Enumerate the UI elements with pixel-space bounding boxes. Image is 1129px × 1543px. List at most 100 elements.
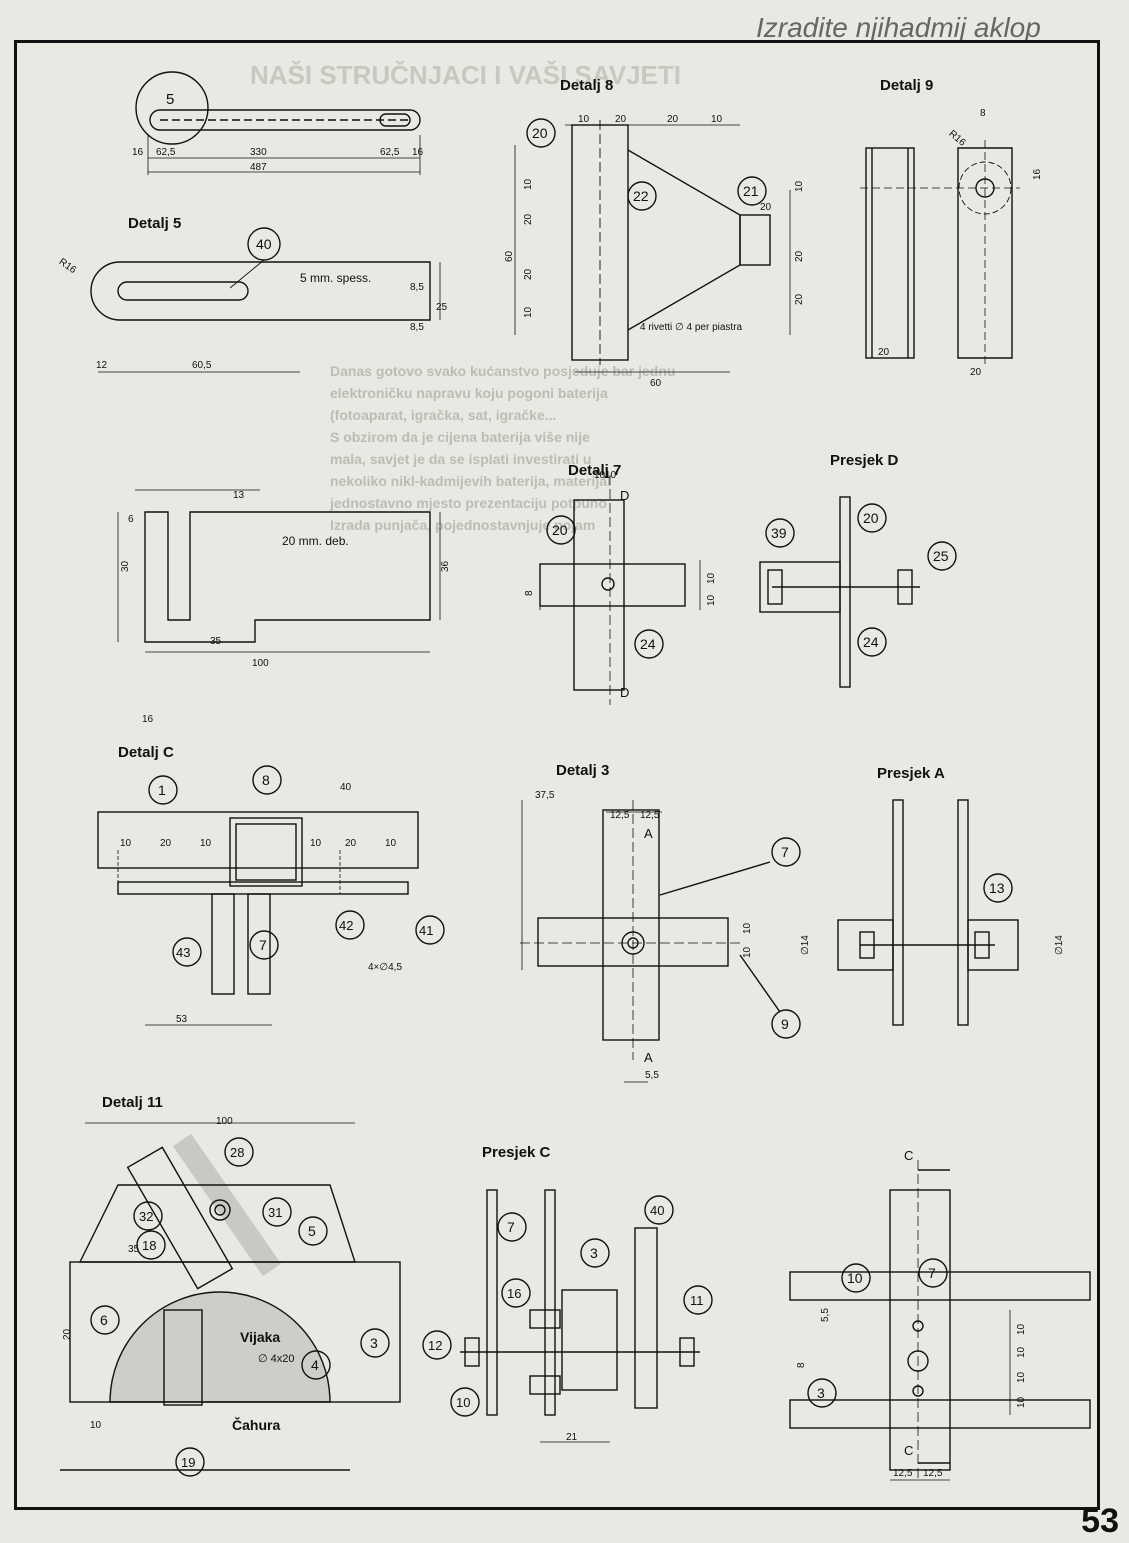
d11-callout-18: 18 — [142, 1238, 156, 1253]
dc-dim-53: 53 — [176, 1014, 188, 1025]
d8-callout-21: 21 — [743, 183, 759, 199]
d7-title: Detalj 7 — [568, 462, 621, 479]
dc-dim-40: 40 — [340, 782, 352, 793]
plate-thickness-note: 20 mm. deb. — [282, 534, 349, 548]
d11-callout-32: 32 — [139, 1209, 153, 1224]
d8-dim-20c: 20 — [760, 202, 772, 213]
d9-dim-8: 8 — [980, 108, 986, 119]
d5-dim-8-5a: 8,5 — [410, 282, 424, 293]
d8-dim-bottom-60: 60 — [650, 378, 662, 389]
presjek-d-title: Presjek D — [830, 452, 899, 469]
pc-callout-7: 7 — [507, 1219, 515, 1235]
d3-dim-37-5: 37,5 — [535, 790, 555, 801]
detail-c-drawing — [97, 765, 445, 1026]
d3-dim-10a: 10 — [742, 922, 753, 934]
d3-dim-10b: 10 — [742, 946, 753, 958]
d11-callout-3: 3 — [370, 1335, 378, 1351]
d8-dim-left-10b: 10 — [523, 306, 534, 318]
d11-callout-4: 4 — [311, 1357, 319, 1373]
background-text-line: mala, savjet je da se isplati investirat… — [330, 451, 592, 467]
dc-dim-20b: 20 — [345, 838, 357, 849]
plate-dim-35: 35 — [210, 636, 222, 647]
d5-dim-62-5a: 62,5 — [156, 147, 176, 158]
dc-callout-1: 1 — [158, 782, 166, 798]
sc-section-mark-bottom: C — [904, 1443, 913, 1458]
detail-7-drawing — [539, 475, 701, 705]
dc-dim-10a: 10 — [120, 838, 132, 849]
d5-dim-330: 330 — [250, 147, 267, 158]
detail-3-drawing — [520, 800, 801, 1083]
d9-dim-20a: 20 — [878, 347, 890, 358]
d5-callout-40: 40 — [256, 236, 272, 252]
section-cc-drawing — [789, 1160, 1091, 1481]
plate-drawing — [117, 489, 441, 653]
plate-dim-6: 6 — [128, 514, 134, 525]
d7-section-mark-bottom: D — [620, 685, 629, 700]
detail-11-drawing — [60, 1122, 401, 1477]
pc-callout-16: 16 — [507, 1286, 521, 1301]
d5-spess: 5 mm. spess. — [300, 271, 371, 285]
detail-3-title: Detalj 3 — [556, 762, 609, 779]
pa-dim-d14b: ∅14 — [1054, 935, 1065, 955]
d9-title: Detalj 9 — [880, 77, 933, 94]
d5-dim-60-5: 60,5 — [192, 360, 212, 371]
d8-dim-top-20a: 20 — [615, 114, 627, 125]
d3-section-mark-top: A — [644, 826, 653, 841]
pc-callout-3: 3 — [590, 1245, 598, 1261]
d5-dim-62-5b: 62,5 — [380, 147, 400, 158]
d8-dim-top-20b: 20 — [667, 114, 679, 125]
sc-callout-7: 7 — [928, 1265, 936, 1281]
d3-callout-7: 7 — [781, 844, 789, 860]
d7-section-mark-top: D — [620, 488, 629, 503]
section-c-drawing — [422, 1189, 713, 1443]
dc-dim-10b: 10 — [200, 838, 212, 849]
d11-dim-35: 35 — [128, 1244, 140, 1255]
d8-callout-20: 20 — [532, 125, 548, 141]
dc-dim-10c: 10 — [310, 838, 322, 849]
sc-callout-10: 10 — [847, 1270, 863, 1286]
d11-dim-20: 20 — [62, 1328, 73, 1340]
d7-dim-10c: 10 — [706, 572, 717, 584]
dc-dim-10d: 10 — [385, 838, 397, 849]
sc-dim-10a: 10 — [1016, 1323, 1027, 1335]
d11-dim-10: 10 — [90, 1420, 102, 1431]
d9-dim-16: 16 — [1032, 168, 1043, 180]
d11-screw-size: ∅ 4x20 — [258, 1353, 295, 1365]
d11-callout-5: 5 — [308, 1223, 316, 1239]
d11-dim-100: 100 — [216, 1116, 233, 1127]
pc-dim-21: 21 — [566, 1432, 578, 1443]
pd-callout-39: 39 — [771, 525, 787, 541]
background-text-line: (fotoaparat, igračka, sat, igračke... — [330, 407, 557, 423]
pc-callout-40: 40 — [650, 1203, 664, 1218]
d5-dim-25: 25 — [436, 302, 448, 313]
background-text-line: Danas gotovo svako kućanstvo posjeduje b… — [330, 363, 676, 379]
d8-dim-top-10a: 10 — [578, 114, 590, 125]
d3-section-mark-bottom: A — [644, 1050, 653, 1065]
pa-dim-d14a: ∅14 — [800, 935, 811, 955]
plate-dim-16: 16 — [142, 714, 154, 725]
background-text-line: Izrada punjača, pojednostavnjuje pojam — [330, 517, 596, 533]
d5-dim-12: 12 — [96, 360, 108, 371]
presjek-a-title: Presjek A — [877, 765, 945, 782]
d3-dim-12-5b: 12,5 — [640, 810, 660, 821]
drawing-frame — [14, 40, 1100, 1510]
d11-callout-28: 28 — [230, 1145, 244, 1160]
d8-callout-22: 22 — [633, 188, 649, 204]
sc-dim-10b: 10 — [1016, 1346, 1027, 1358]
pa-callout-13: 13 — [989, 880, 1005, 896]
d8-dim-left-10a: 10 — [523, 178, 534, 190]
sc-dim-12-5a: 12,5 — [893, 1468, 913, 1479]
plate-dim-30: 30 — [120, 560, 131, 572]
plate-dim-13: 13 — [233, 490, 245, 501]
sc-dim-5-5: 5,5 — [820, 1308, 831, 1322]
sc-callout-3: 3 — [817, 1385, 825, 1401]
d8-dim-right-10: 10 — [794, 180, 805, 192]
d11-bushing-label: Čahura — [232, 1416, 280, 1433]
section-d-drawing — [759, 496, 957, 688]
d11-callout-19: 19 — [181, 1455, 195, 1470]
pc-callout-10: 10 — [456, 1395, 470, 1410]
detail-5-bar — [135, 71, 421, 175]
d7-callout-20: 20 — [552, 522, 568, 538]
sc-dim-8: 8 — [796, 1362, 807, 1368]
